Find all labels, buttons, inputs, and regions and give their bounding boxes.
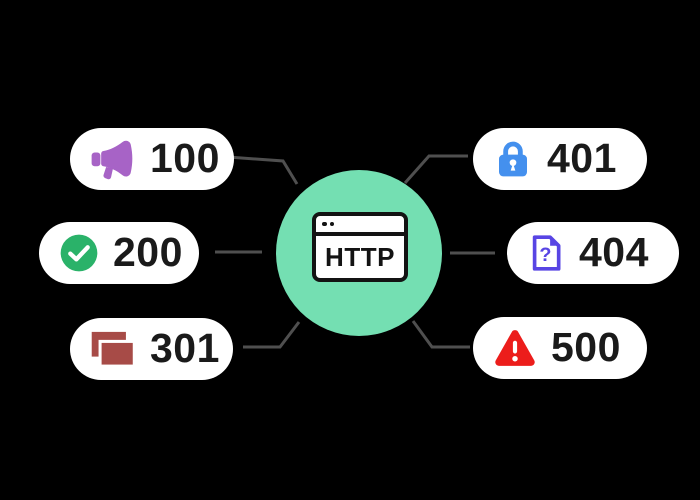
status-pill-200: 200 <box>39 222 199 284</box>
status-code-label: 500 <box>551 323 621 370</box>
connector-100 <box>227 155 299 185</box>
status-pill-100: 100 <box>70 128 234 190</box>
check-circle-icon <box>59 233 99 273</box>
status-code-label: 100 <box>150 134 220 181</box>
status-pill-301: 301 <box>70 318 233 380</box>
status-code-label: 404 <box>579 228 649 275</box>
status-code-label: 401 <box>547 134 617 181</box>
status-pill-401: 401 <box>473 128 647 190</box>
status-code-label: 301 <box>150 324 220 371</box>
browser-window-icon: HTTP <box>312 212 408 282</box>
center-node-label: HTTP <box>325 241 395 272</box>
lock-icon <box>493 139 533 179</box>
browser-dot-icon <box>329 221 334 227</box>
status-pill-404: ? 404 <box>507 222 679 284</box>
connector-301 <box>243 321 301 349</box>
browser-titlebar <box>316 216 404 236</box>
connector-401 <box>403 154 468 184</box>
svg-text:?: ? <box>539 244 551 266</box>
megaphone-icon <box>90 138 136 180</box>
center-node: HTTP <box>276 170 442 336</box>
connector-500 <box>411 320 470 349</box>
browser-dot-icon <box>322 221 327 227</box>
copy-pages-icon <box>90 330 136 368</box>
document-question-icon: ? <box>527 233 565 273</box>
warning-triangle-icon <box>493 328 537 368</box>
status-pill-500: 500 <box>473 317 647 379</box>
status-code-label: 200 <box>113 228 183 275</box>
